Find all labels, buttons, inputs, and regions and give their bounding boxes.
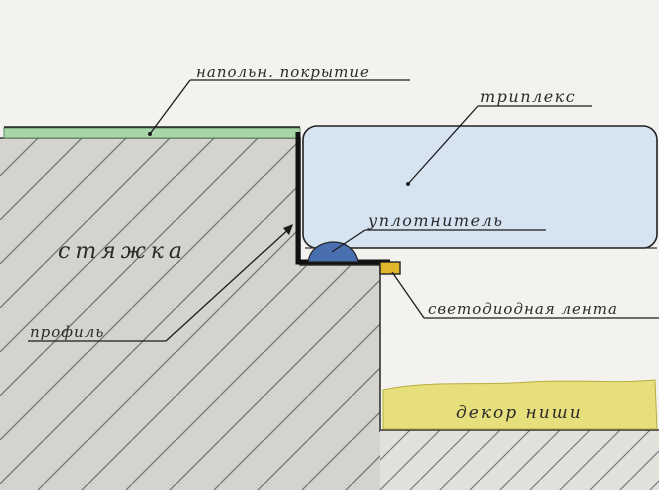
- niche-decor-label: декор ниши: [456, 403, 583, 423]
- niche-decor-layer: [382, 379, 658, 430]
- led-strip-label: светодиодная лента: [428, 300, 618, 318]
- leader-profile: [165, 225, 293, 342]
- profile-arrowhead: [283, 224, 293, 235]
- triplex-label: триплекс: [480, 87, 576, 106]
- niche-floor-hatching: [380, 430, 659, 490]
- screed-hatching: [0, 138, 380, 490]
- sealant-label: уплотнитель: [367, 211, 503, 230]
- floor-covering-pointer-dot: [148, 132, 152, 136]
- triplex-pointer-dot: [406, 182, 410, 186]
- leader-triplex: [407, 105, 479, 185]
- led-strip: [379, 261, 401, 275]
- profile-label: профиль: [30, 323, 104, 341]
- screed-label: стяжка: [58, 239, 187, 264]
- leader-sealant: [331, 229, 366, 253]
- aluminium-profile: [295, 132, 390, 265]
- floor-covering-strip: [3, 127, 301, 139]
- leader-led: [391, 271, 425, 319]
- leader-floor-covering: [149, 79, 191, 135]
- floor-covering-label: напольн. покрытие: [196, 63, 370, 81]
